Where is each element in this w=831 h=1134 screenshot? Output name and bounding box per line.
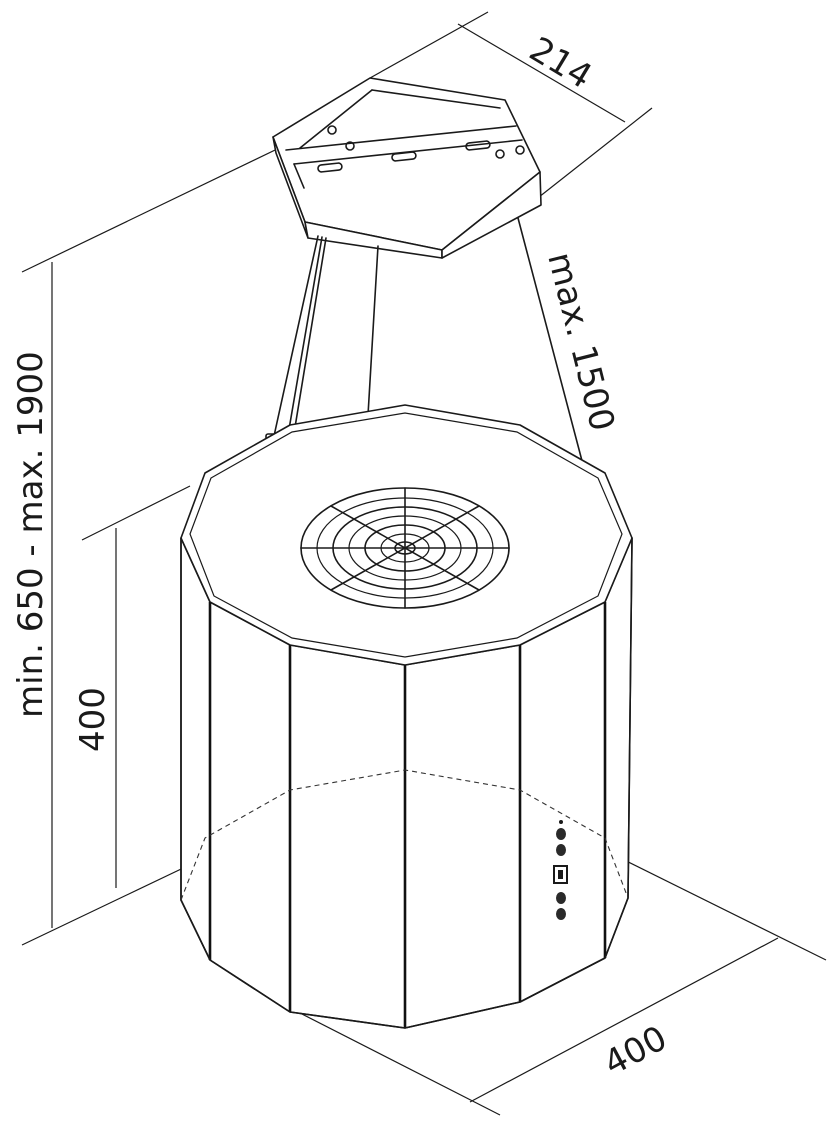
mount-width-label: 214	[522, 29, 598, 97]
display-icon	[553, 865, 568, 884]
round-button-icon	[559, 820, 563, 824]
dimension-lines	[21, 11, 827, 1116]
round-button-icon	[556, 908, 566, 920]
body-height-label: 400	[73, 687, 113, 752]
round-button-icon	[556, 892, 566, 904]
exhaust-grille	[300, 487, 510, 609]
control-panel	[553, 820, 568, 920]
round-button-icon	[556, 844, 566, 856]
cable-length-label: max. 1500	[539, 249, 622, 435]
ceiling-mount	[272, 77, 542, 259]
total-height-label: min. 650 - max. 1900	[11, 351, 51, 718]
round-button-icon	[556, 828, 566, 840]
